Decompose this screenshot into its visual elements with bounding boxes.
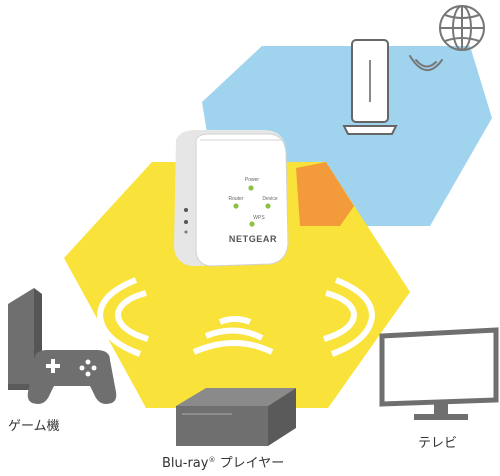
label-game-console: ゲーム機 (8, 419, 60, 434)
led-label-wps: WPS (253, 215, 265, 221)
led-label-router: Router (228, 196, 243, 202)
label-bluray-rest: プレイヤー (215, 456, 285, 471)
router-signal-icon (409, 55, 443, 71)
led-label-device: Device (262, 196, 278, 202)
router-icon (342, 39, 398, 135)
gamepad-icon (27, 350, 117, 404)
label-bluray-player: Blu-ray® プレイヤー (162, 452, 284, 471)
label-bluray-registered-mark: ® (208, 456, 216, 464)
bluray-player-icon (176, 388, 296, 446)
wifi-signal-icon (96, 277, 376, 357)
globe-icon (439, 5, 485, 51)
tv-icon (379, 327, 499, 420)
label-bluray-main: Blu-ray (162, 456, 209, 471)
wifi-extender-icon: Power Router Device WPS NETGEAR (174, 130, 289, 267)
led-label-power: Power (245, 177, 260, 183)
netgear-logo: NETGEAR (229, 234, 277, 244)
coverage-overlap (296, 162, 354, 226)
label-tv: テレビ (418, 436, 458, 451)
